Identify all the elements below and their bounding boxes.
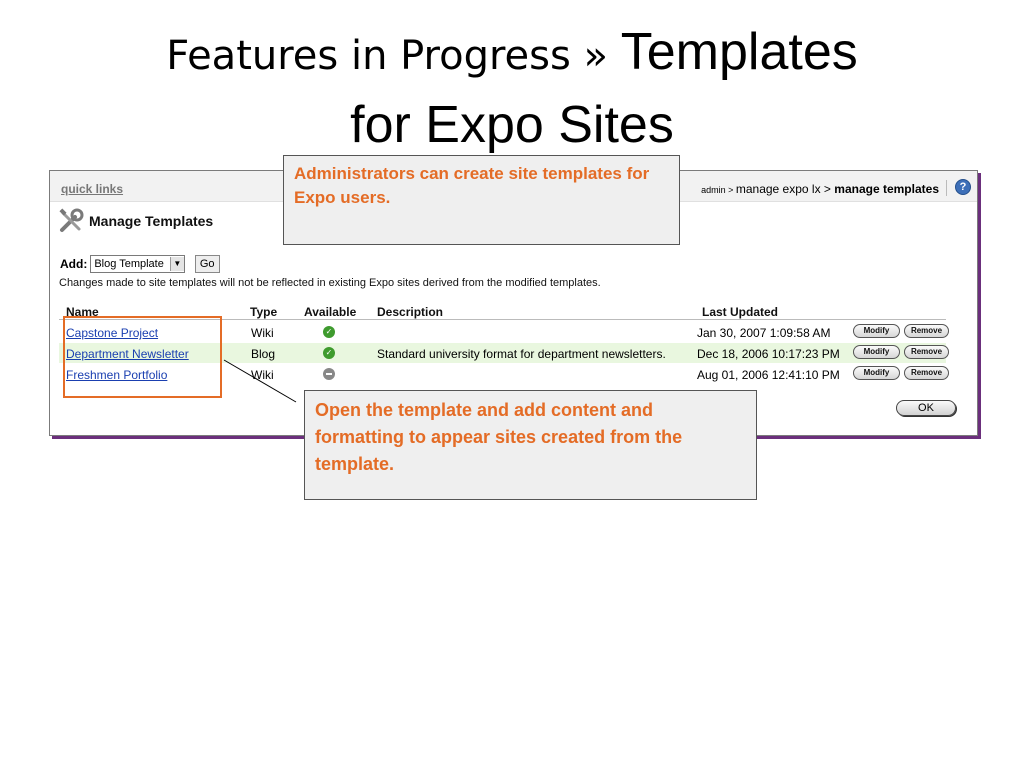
callout-top: Administrators can create site templates… [283,155,680,245]
page-heading: Manage Templates [57,207,213,235]
template-description: Standard university format for departmen… [377,347,666,361]
column-header-type[interactable]: Type [250,305,278,319]
remove-button[interactable]: Remove [904,345,949,359]
template-type: Wiki [251,368,274,382]
unavailable-icon [323,368,335,380]
quick-links-link[interactable]: quick links [61,182,124,196]
go-button[interactable]: Go [194,255,220,273]
column-header-name[interactable]: Name [66,305,99,319]
modify-button[interactable]: Modify [853,366,900,380]
page-heading-text: Manage Templates [89,213,214,229]
template-name-link[interactable]: Capstone Project [66,326,159,340]
slide-title: Features in Progress » Templates for Exp… [0,22,1024,168]
table-row: Freshmen Portfolio Wiki Aug 01, 2006 12:… [59,364,949,384]
template-last-updated: Jan 30, 2007 1:09:58 AM [697,326,831,340]
highlight-box [63,316,222,398]
column-header-last-updated[interactable]: Last Updated [702,305,779,319]
ok-button[interactable]: OK [896,400,956,416]
template-type: Blog [251,347,276,361]
add-row: Add: Blog Template ▼ Go [60,255,220,273]
remove-button[interactable]: Remove [904,366,949,380]
divider [946,180,947,196]
add-label: Add: [60,257,88,271]
tools-icon [59,208,84,232]
column-header-description[interactable]: Description [377,305,444,319]
slide-title-main: Templates [620,23,858,81]
template-last-updated: Aug 01, 2006 12:41:10 PM [697,368,840,382]
slide-title-prefix: Features in Progress » [166,33,621,79]
divider [59,319,946,320]
template-last-updated: Dec 18, 2006 10:17:23 PM [697,347,840,361]
breadcrumb-sep: > [725,185,736,195]
breadcrumb: admin > manage expo lx > manage template… [701,182,939,196]
modify-button[interactable]: Modify [853,324,900,338]
breadcrumb-sep: > [820,182,835,196]
check-icon: ✓ [323,347,335,359]
modify-button[interactable]: Modify [853,345,900,359]
check-icon: ✓ [323,326,335,338]
template-name-link[interactable]: Freshmen Portfolio [66,368,168,382]
table-row: Capstone Project Wiki ✓ Jan 30, 2007 1:0… [59,322,949,342]
breadcrumb-root[interactable]: admin [701,185,726,195]
breadcrumb-middle[interactable]: manage expo lx [735,182,821,196]
template-name-link[interactable]: Department Newsletter [66,347,189,361]
slide-title-line2: for Expo Sites [350,96,674,154]
callout-bottom: Open the template and add content and fo… [304,390,757,500]
breadcrumb-current: manage templates [834,182,939,196]
column-header-available[interactable]: Available [304,305,357,319]
table-row: Department Newsletter Blog ✓ Standard un… [59,343,949,363]
info-note: Changes made to site templates will not … [59,277,601,289]
help-icon[interactable]: ? [955,179,971,195]
remove-button[interactable]: Remove [904,324,949,338]
add-template-select[interactable]: Blog Template ▼ [90,255,185,273]
template-type: Wiki [251,326,274,340]
chevron-down-icon[interactable]: ▼ [169,257,184,271]
add-template-select-value: Blog Template [94,258,164,270]
